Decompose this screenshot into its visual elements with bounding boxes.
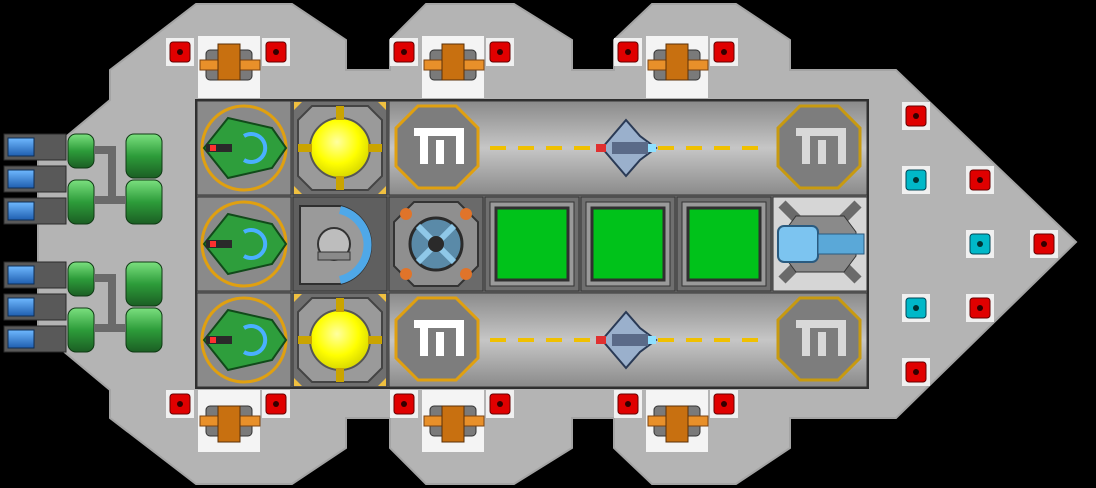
- hangar-bay-top[interactable]: [388, 100, 868, 196]
- thruster: [3, 197, 67, 225]
- forward-cannon-room[interactable]: [772, 196, 868, 292]
- fuel-tank: [125, 133, 163, 179]
- cannon-icon: [777, 225, 819, 263]
- pd-node-red[interactable]: [614, 390, 642, 418]
- engine-cluster-bottom: [3, 261, 163, 353]
- engine-cluster-top: [3, 133, 163, 225]
- pd-node-red[interactable]: [390, 390, 418, 418]
- fuel-tank: [67, 179, 95, 225]
- pd-node-red[interactable]: [614, 38, 642, 66]
- turret-mount[interactable]: [646, 36, 709, 98]
- turret-mount[interactable]: [198, 390, 261, 452]
- pd-node-red[interactable]: [902, 358, 930, 386]
- fuel-tank: [67, 133, 95, 169]
- landing-pad-icon: [796, 320, 846, 356]
- pd-node-cyan[interactable]: [902, 166, 930, 194]
- cargo-panel[interactable]: [580, 196, 676, 292]
- reactor-core-icon: [309, 309, 371, 371]
- landing-pad-icon: [414, 320, 464, 356]
- reactor-core-icon: [309, 117, 371, 179]
- thruster: [3, 325, 67, 353]
- fuel-tank: [125, 307, 163, 353]
- pd-node-red[interactable]: [390, 38, 418, 66]
- pd-node-red[interactable]: [966, 294, 994, 322]
- pd-node-red[interactable]: [486, 38, 514, 66]
- reactor-room-bottom[interactable]: [292, 292, 388, 388]
- landing-pad-icon: [414, 128, 464, 164]
- core-system-room[interactable]: [388, 196, 484, 292]
- pd-node-cyan[interactable]: [966, 230, 994, 258]
- thruster: [3, 133, 67, 161]
- shield-pod-room[interactable]: [196, 292, 292, 388]
- turret-mount[interactable]: [198, 36, 261, 98]
- thruster: [3, 293, 67, 321]
- fuel-tank: [125, 179, 163, 225]
- fighter-drone-icon: [596, 310, 658, 370]
- reactor-room-top[interactable]: [292, 100, 388, 196]
- thruster: [3, 165, 67, 193]
- shield-pod-room[interactable]: [196, 100, 292, 196]
- fuel-tank: [125, 261, 163, 307]
- shield-pod-icon: [202, 308, 288, 372]
- pd-node-red[interactable]: [1030, 230, 1058, 258]
- pd-node-red[interactable]: [166, 390, 194, 418]
- pd-node-red[interactable]: [966, 166, 994, 194]
- shield-pod-icon: [202, 212, 288, 276]
- turret-mount[interactable]: [646, 390, 709, 452]
- fuel-tank: [67, 261, 95, 297]
- pd-node-red[interactable]: [262, 38, 290, 66]
- shield-generator-room[interactable]: [292, 196, 388, 292]
- pd-node-red[interactable]: [710, 390, 738, 418]
- fuel-pipe: [94, 274, 126, 332]
- pd-node-red[interactable]: [166, 38, 194, 66]
- shield-pod-icon: [202, 116, 288, 180]
- pd-node-red[interactable]: [486, 390, 514, 418]
- pd-node-cyan[interactable]: [902, 294, 930, 322]
- turret-mount[interactable]: [422, 36, 485, 98]
- pd-node-red[interactable]: [902, 102, 930, 130]
- fuel-pipe: [94, 146, 126, 204]
- hangar-bay-bottom[interactable]: [388, 292, 868, 388]
- fuel-tank: [67, 307, 95, 353]
- pd-node-red[interactable]: [262, 390, 290, 418]
- point-defense-nodes: [166, 38, 1058, 418]
- cargo-panel[interactable]: [676, 196, 772, 292]
- shield-pod-room[interactable]: [196, 196, 292, 292]
- fighter-drone-icon: [596, 118, 658, 178]
- turret-mount[interactable]: [422, 390, 485, 452]
- landing-pad-icon: [796, 128, 846, 164]
- thruster: [3, 261, 67, 289]
- cargo-panel[interactable]: [484, 196, 580, 292]
- pd-node-red[interactable]: [710, 38, 738, 66]
